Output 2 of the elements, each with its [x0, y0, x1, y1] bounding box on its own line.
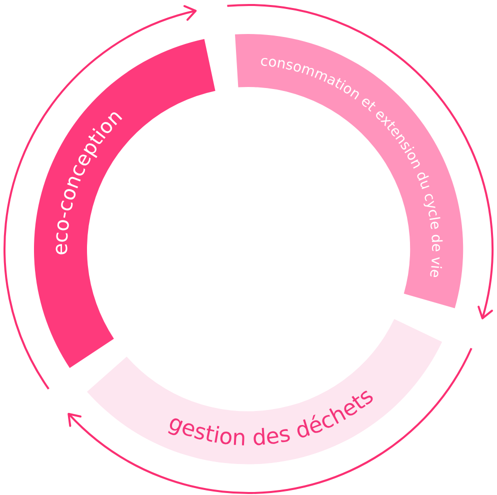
cycle-segment	[87, 318, 443, 464]
cycle-segment	[235, 34, 464, 308]
